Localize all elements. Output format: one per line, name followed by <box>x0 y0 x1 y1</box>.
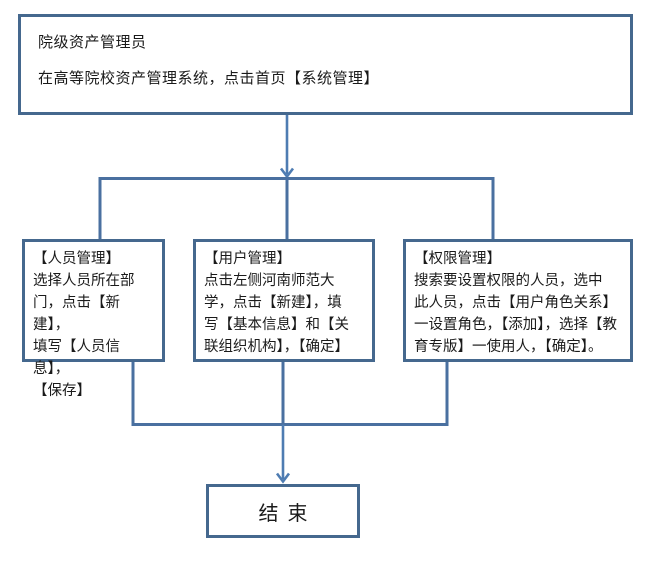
node-start-text: 院级资产管理员 在高等院校资产管理系统，点击首页【系统管理】 <box>38 35 380 87</box>
node-personnel-management-text: 【人员管理】 选择人员所在部 门，点击【新建】， 填写【人员信息】， 【保存】 <box>33 251 135 399</box>
node-user-management-text: 【用户管理】 点击左侧河南师范大 学，点击【新建】，填 写【基本信息】和【关 联… <box>204 251 349 355</box>
branch-merge-line <box>131 361 449 426</box>
node-user-management: 【用户管理】 点击左侧河南师范大 学，点击【新建】，填 写【基本信息】和【关 联… <box>193 239 375 362</box>
arrow-merge-to-end-head <box>275 472 291 484</box>
node-start: 院级资产管理员 在高等院校资产管理系统，点击首页【系统管理】 <box>18 14 633 115</box>
branch-distribution-line <box>98 177 495 240</box>
node-end: 结束 <box>206 484 360 538</box>
node-permission-management: 【权限管理】 搜索要设置权限的人员，选中 此人员，点击【用户角色关系】 一设置角… <box>403 239 633 362</box>
arrow-start-to-distribution-head <box>279 167 295 179</box>
node-permission-management-text: 【权限管理】 搜索要设置权限的人员，选中 此人员，点击【用户角色关系】 一设置角… <box>414 251 617 355</box>
node-end-label: 结束 <box>258 502 317 525</box>
node-personnel-management: 【人员管理】 选择人员所在部 门，点击【新建】， 填写【人员信息】， 【保存】 <box>22 239 165 399</box>
